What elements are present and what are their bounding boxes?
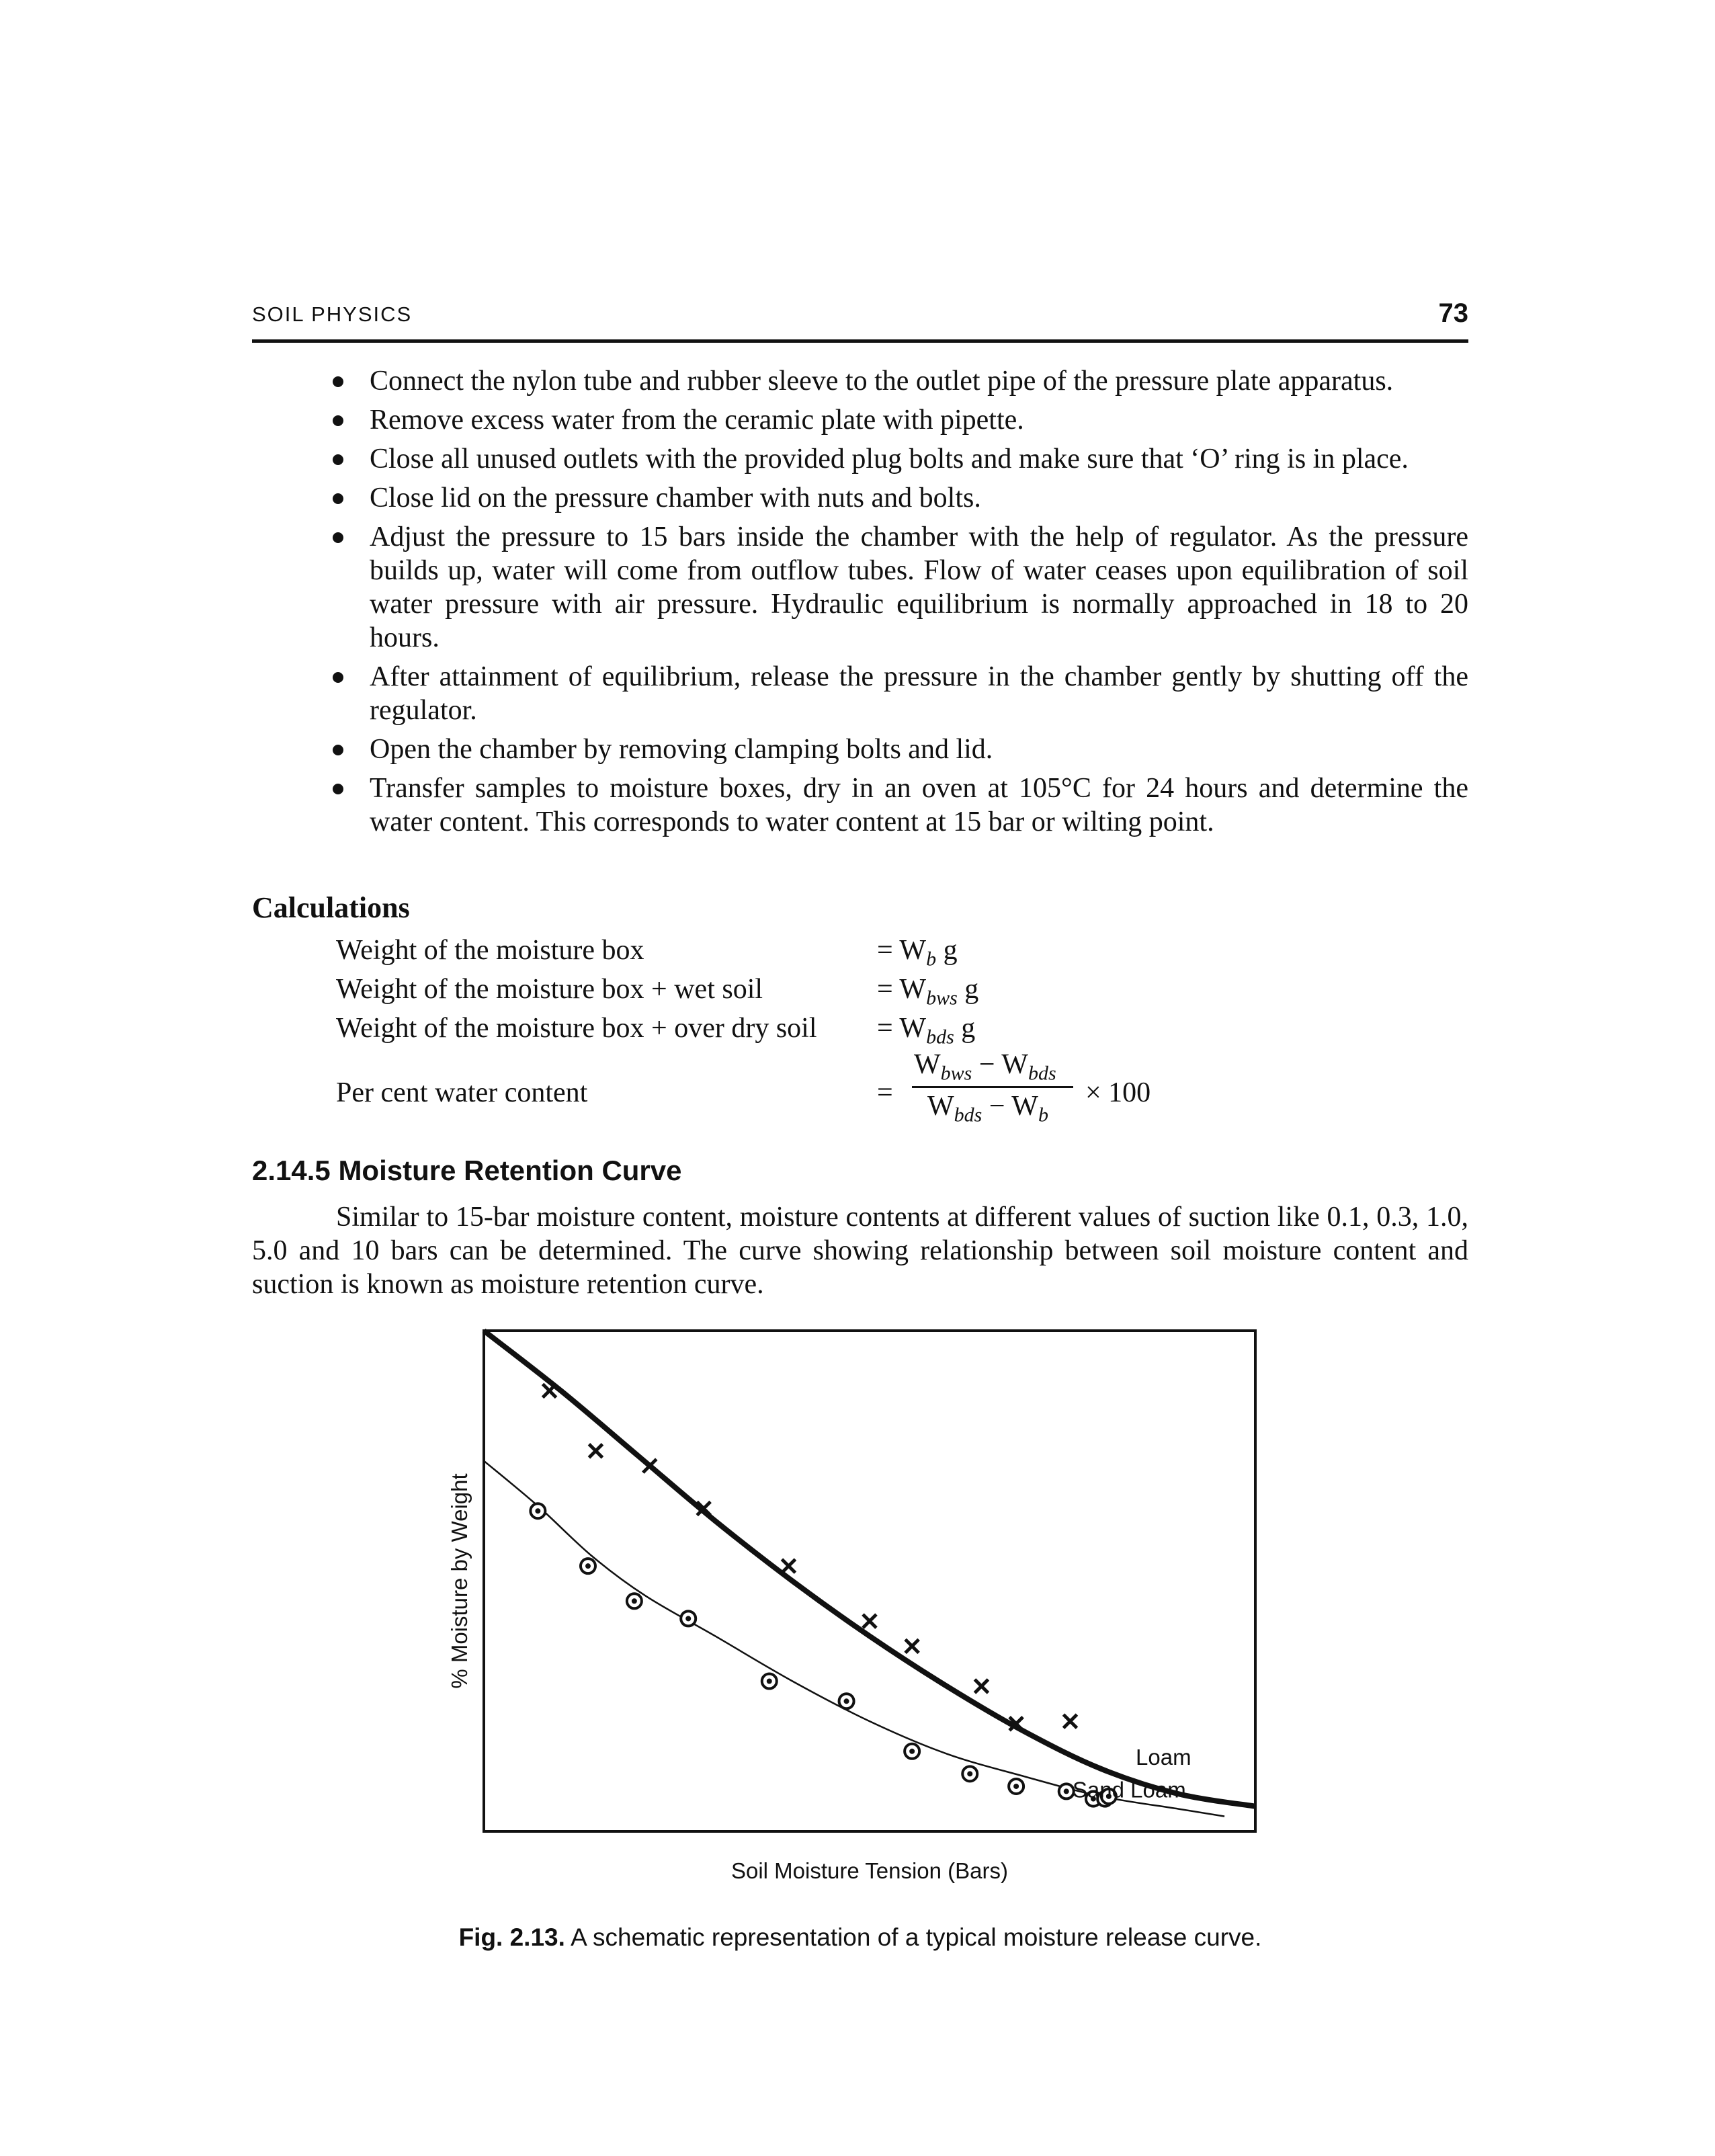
header-rule [252, 339, 1468, 343]
loam-point [1062, 1713, 1079, 1729]
bullet-text: Connect the nylon tube and rubber sleeve… [370, 366, 1394, 397]
x-axis-label: Soil Moisture Tension (Bars) [731, 1858, 1008, 1883]
percent-water-formula: = Wbws − Wbds Wbds − Wb × 100 [877, 1049, 1151, 1126]
sand-loam-label: Sand Loam [1073, 1777, 1186, 1802]
bullet-text: Transfer samples to moisture boxes, dry … [370, 773, 1468, 837]
calc-label: Weight of the moisture box [336, 935, 644, 966]
calc-value: = Wbds g [877, 1013, 976, 1048]
sand-loam-point-center [685, 1616, 692, 1622]
figure-caption: Fig. 2.13. A schematic representation of… [252, 1923, 1468, 1952]
sand-loam-point-center [909, 1748, 915, 1754]
section-title: 2.14.5 Moisture Retention Curve [252, 1155, 682, 1186]
bullet-text: Close all unused outlets with the provid… [370, 444, 1409, 474]
loam-point [696, 1500, 712, 1517]
bullet-item: Transfer samples to moisture boxes, dry … [329, 772, 1468, 839]
loam-point [587, 1443, 604, 1459]
formula-multiplier: × 100 [1085, 1077, 1151, 1108]
loam-point [541, 1382, 558, 1399]
bullet-item: Remove excess water from the ceramic pla… [329, 403, 1468, 437]
formula-numerator: Wbws − Wbds [914, 1049, 1056, 1085]
sand-loam-point-center [967, 1771, 973, 1777]
sand-loam-point-center [1013, 1783, 1019, 1789]
loam-point [1008, 1716, 1024, 1732]
bullet-text: Adjust the pressure to 15 bars inside th… [370, 522, 1468, 653]
bullet-text: Close lid on the pressure chamber with n… [370, 483, 981, 513]
sand-loam-point-center [843, 1698, 849, 1704]
fraction-bar [912, 1086, 1073, 1088]
bullet-item: After attainment of equilibrium, release… [329, 660, 1468, 727]
page-number: 73 [1438, 298, 1469, 328]
calc-value: = Wbws g [877, 974, 979, 1009]
figure-caption-text: A schematic representation of a typical … [564, 1923, 1262, 1951]
calc-label: Per cent water content [336, 1077, 588, 1108]
sand-loam-point-center [1105, 1793, 1112, 1799]
bullet-dot-icon [333, 376, 343, 387]
sand-loam-point-center [1090, 1796, 1096, 1802]
bullet-text: Open the chamber by removing clamping bo… [370, 734, 993, 765]
loam-point [780, 1558, 797, 1574]
bullet-text: Remove excess water from the ceramic pla… [370, 405, 1024, 436]
loam-point [904, 1638, 920, 1655]
loam-label: Loam [1136, 1745, 1191, 1770]
calc-label: Weight of the moisture box + over dry so… [336, 1013, 817, 1044]
bullet-item: Adjust the pressure to 15 bars inside th… [329, 520, 1468, 655]
loam-point [642, 1458, 658, 1474]
bullet-dot-icon [333, 415, 343, 426]
sand-loam-point-center [766, 1678, 772, 1684]
bullet-dot-icon [333, 532, 343, 543]
running-head: SOIL PHYSICS 73 [252, 298, 1468, 343]
bullet-item: Close all unused outlets with the provid… [329, 442, 1468, 476]
y-axis-label: % Moisture by Weight [447, 1473, 472, 1688]
running-head-title: SOIL PHYSICS [252, 302, 413, 326]
sand-loam-point-center [631, 1598, 637, 1604]
sand-loam-point-center [1063, 1788, 1069, 1794]
sand-loam-curve [483, 1460, 1225, 1817]
formula-denominator: Wbds − Wb [927, 1091, 1048, 1126]
bullet-dot-icon [333, 454, 343, 465]
sand-loam-point-center [585, 1563, 591, 1569]
bullet-dot-icon [333, 745, 343, 755]
calc-label: Weight of the moisture box + wet soil [336, 974, 763, 1005]
loam-point [862, 1613, 878, 1629]
bullet-item: Open the chamber by removing clamping bo… [329, 733, 1468, 766]
section-paragraph: Similar to 15-bar moisture content, mois… [252, 1202, 1468, 1300]
bullet-item: Close lid on the pressure chamber with n… [329, 481, 1468, 515]
calculations-heading: Calculations [252, 891, 410, 924]
loam-point [973, 1678, 990, 1694]
bullet-text: After attainment of equilibrium, release… [370, 661, 1468, 726]
bullet-item: Connect the nylon tube and rubber sleeve… [329, 364, 1468, 398]
loam-curve [482, 1328, 1256, 1809]
calc-value: = Wb g [877, 935, 958, 970]
procedure-bullet-list: Connect the nylon tube and rubber sleeve… [329, 364, 1468, 844]
plot-frame [483, 1329, 1257, 1833]
bullet-dot-icon [333, 493, 343, 504]
sand-loam-point-center [535, 1508, 541, 1514]
bullet-dot-icon [333, 784, 343, 794]
figure-caption-label: Fig. 2.13. [458, 1923, 565, 1951]
bullet-dot-icon [333, 672, 343, 683]
